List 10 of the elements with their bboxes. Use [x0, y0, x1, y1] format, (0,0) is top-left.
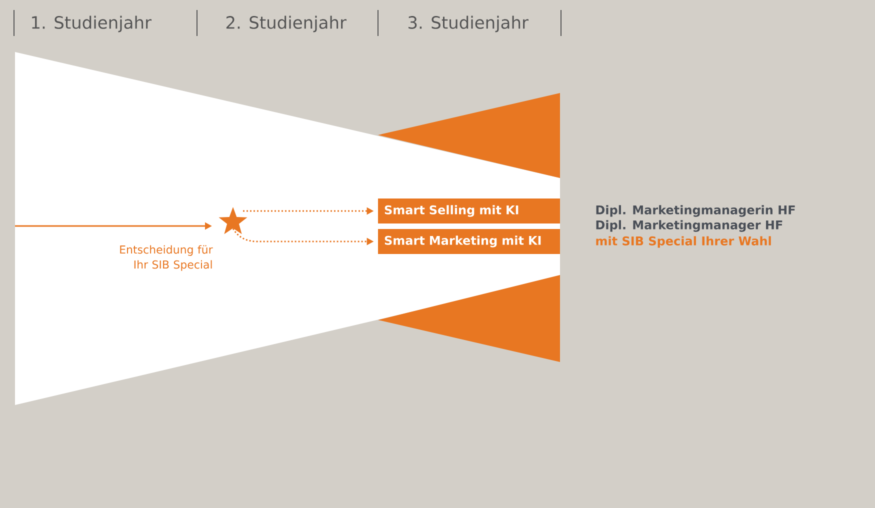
course-box: Smart Marketing mit KI — [378, 229, 560, 254]
result-text: Dipl. Marketingmanager HF — [596, 220, 782, 232]
result-text: Dipl. Marketingmanagerin HF — [596, 205, 795, 217]
column-heading: 1. Studienjahr — [32, 16, 152, 32]
column-heading: 2. Studienjahr — [226, 16, 347, 32]
star-icon — [218, 207, 248, 234]
column-heading: 3. Studienjahr — [408, 16, 529, 32]
course-box: Smart Selling mit KI — [378, 198, 560, 224]
result-text: mit SIB Special Ihrer Wahl — [596, 236, 771, 248]
decision-note: Entscheidung für Ihr SIB Special — [120, 245, 213, 271]
